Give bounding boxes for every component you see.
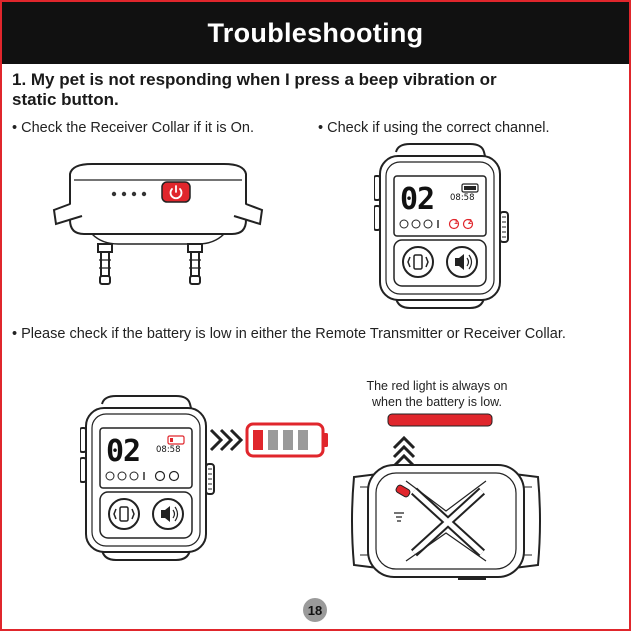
beep-icon — [455, 254, 473, 270]
section-heading-line-1: 1. My pet is not responding when I press… — [12, 70, 497, 89]
bullet-check-channel: • Check if using the correct channel. — [318, 120, 550, 136]
vibration-icon — [407, 254, 429, 270]
remote-transmitter-illustration-2 — [80, 395, 215, 561]
chevron-arrows-icon — [209, 428, 244, 452]
low-battery-indicator — [209, 422, 328, 458]
bullet-check-collar-on: • Check the Receiver Collar if it is On. — [12, 120, 254, 136]
mode-number-2: 2 — [468, 219, 472, 226]
section-heading: 1. My pet is not responding when I press… — [12, 70, 572, 110]
page-number: 18 — [307, 602, 323, 618]
channel-digits-2: 02 — [106, 434, 141, 469]
clock-readout-2: 08:58 — [156, 445, 181, 455]
remote-transmitter-illustration-1 — [374, 143, 509, 309]
mode-number-1: 1 — [454, 219, 458, 226]
receiver-collar-side-illustration — [52, 163, 264, 285]
power-icon — [161, 181, 191, 203]
caption-line-1: The red light is always on — [366, 379, 508, 393]
receiver-collar-top-illustration — [351, 464, 541, 580]
low-battery-icon — [245, 422, 328, 458]
bullet-check-battery: • Please check if the battery is low in … — [12, 326, 566, 342]
clock-readout: 08:58 — [450, 193, 475, 203]
page-title: Troubleshooting — [207, 17, 424, 48]
caption-line-2: when the battery is low. — [372, 395, 502, 409]
page-number-badge: 18 — [303, 598, 327, 622]
section-heading-line-2: static button. — [12, 90, 119, 109]
page-title-bar: Troubleshooting — [2, 2, 629, 64]
channel-digits: 02 — [400, 182, 435, 217]
red-light-caption: The red light is always on when the batt… — [342, 378, 532, 410]
red-light-indicator — [387, 413, 493, 468]
